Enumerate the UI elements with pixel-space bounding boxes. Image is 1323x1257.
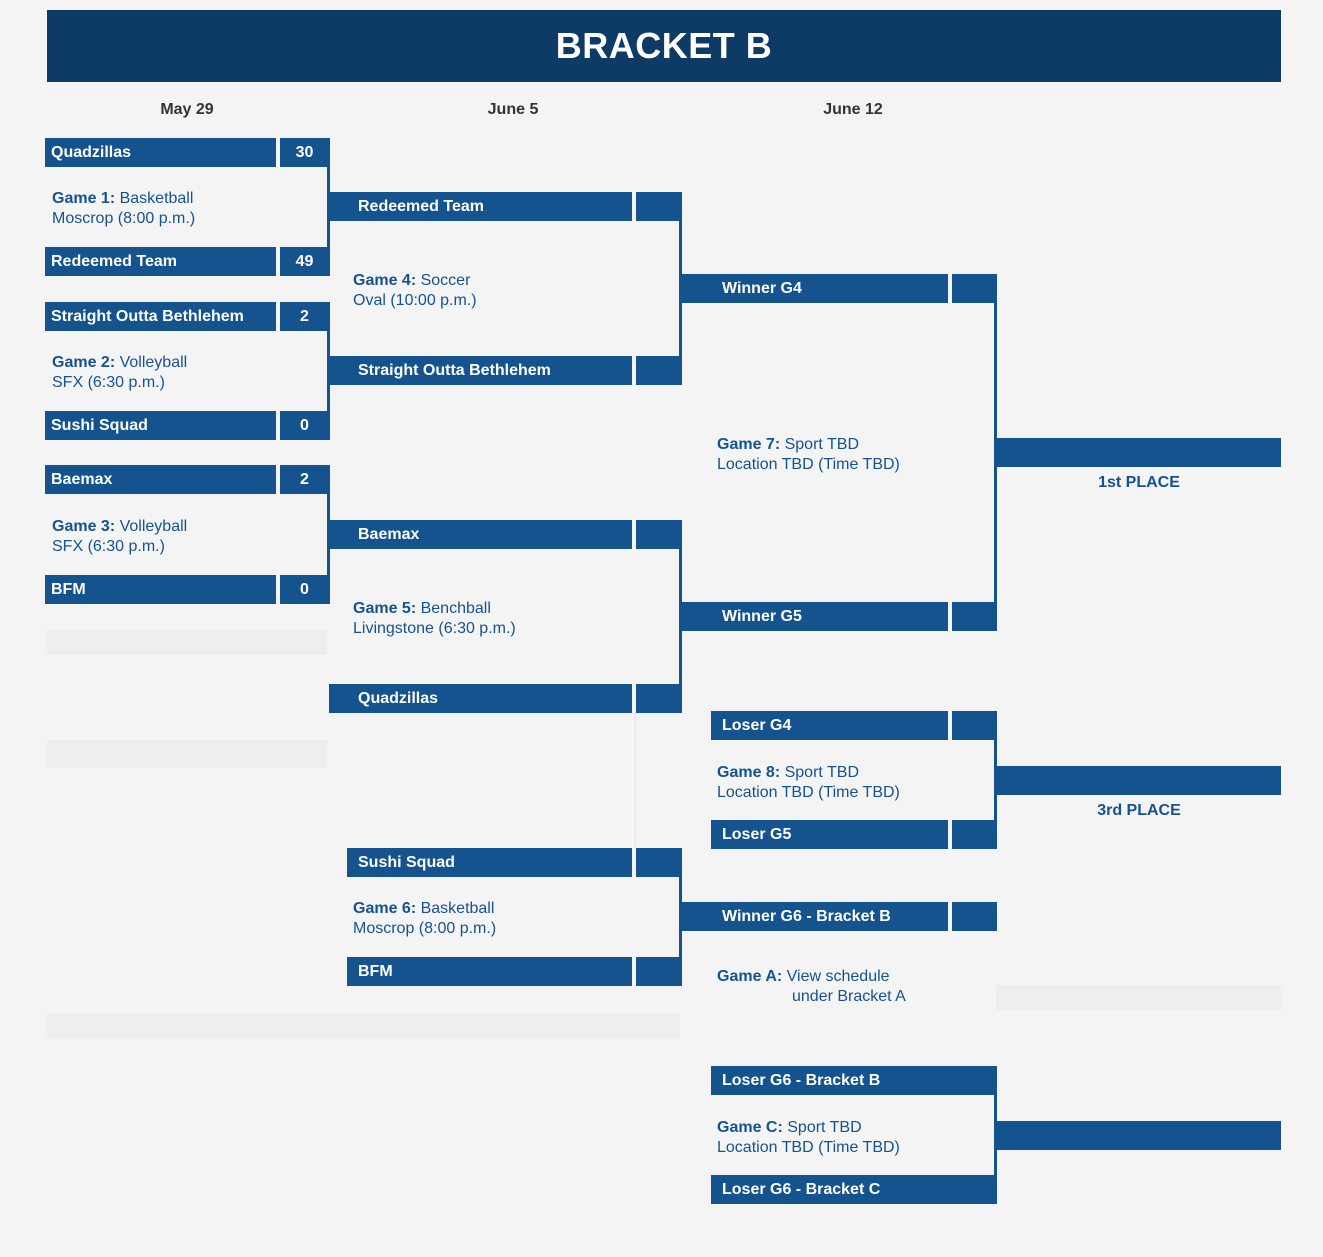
- connector: [679, 520, 682, 713]
- date-round-2: June 5: [487, 101, 539, 118]
- team-slot-r3-loser-g4: Loser G4: [711, 711, 948, 740]
- connector: [679, 848, 682, 986]
- game-venue: Moscrop (8:00 p.m.): [353, 920, 497, 937]
- score-r2-5: [636, 848, 682, 877]
- connector: [327, 302, 330, 440]
- date-round-1: May 29: [160, 101, 214, 118]
- game-venue: Location TBD (Time TBD): [717, 456, 900, 473]
- game-a-info: Game A: View schedule under Bracket A: [717, 967, 906, 1007]
- game-1-info: Game 1: Basketball Moscrop (8:00 p.m.): [52, 189, 195, 229]
- faint-divider: [634, 713, 637, 848]
- connector: [994, 711, 997, 849]
- score-r1-3: 2: [280, 302, 329, 331]
- game-venue: SFX (6:30 p.m.): [52, 374, 165, 391]
- score-r1-1: 30: [280, 138, 329, 167]
- team-slot-r2-5: Sushi Squad: [347, 848, 632, 877]
- score-r3-2: [952, 602, 997, 631]
- game-sport: Volleyball: [119, 518, 188, 535]
- score-r2-1: [636, 192, 682, 221]
- game-sport: Soccer: [420, 272, 471, 289]
- game-label: Game 2:: [52, 354, 116, 371]
- game-sport: Basketball: [420, 900, 495, 917]
- team-slot-r2-4: Quadzillas: [329, 684, 632, 713]
- game-7-info: Game 7: Sport TBD Location TBD (Time TBD…: [717, 435, 900, 475]
- connector: [679, 192, 682, 385]
- game-label: Game 6:: [353, 900, 417, 917]
- game-c-info: Game C: Sport TBD Location TBD (Time TBD…: [717, 1118, 900, 1158]
- first-place-label: 1st PLACE: [1098, 474, 1180, 491]
- empty-row: [47, 740, 327, 768]
- game-3-info: Game 3: Volleyball SFX (6:30 p.m.): [52, 517, 187, 557]
- game-venue: Livingstone (6:30 p.m.): [353, 620, 516, 637]
- game-label: Game 7:: [717, 436, 781, 453]
- team-slot-r3-loser-g5: Loser G5: [711, 820, 948, 849]
- score-r3-3: [952, 711, 997, 740]
- date-round-3: June 12: [823, 101, 883, 118]
- game-venue: Moscrop (8:00 p.m.): [52, 210, 196, 227]
- score-r2-2: [636, 356, 682, 385]
- team-slot-r1-4: Sushi Squad: [45, 411, 276, 440]
- score-r2-4: [636, 684, 682, 713]
- game-sport: Sport TBD: [784, 436, 859, 453]
- team-slot-r2-1: Redeemed Team: [329, 192, 632, 221]
- game-sport: Basketball: [119, 190, 194, 207]
- third-place-slot: [997, 766, 1281, 795]
- game-5-info: Game 5: Benchball Livingstone (6:30 p.m.…: [353, 599, 516, 639]
- team-slot-r1-5: Baemax: [45, 465, 276, 494]
- game-label: Game 5:: [353, 600, 417, 617]
- game-sport: Benchball: [420, 600, 491, 617]
- team-slot-r3-winner-g4: Winner G4: [682, 274, 948, 303]
- game-label: Game 3:: [52, 518, 116, 535]
- team-slot-r3-winner-g6: Winner G6 - Bracket B: [682, 902, 948, 931]
- game-venue: Location TBD (Time TBD): [717, 784, 900, 801]
- score-r1-6: 0: [280, 575, 329, 604]
- game-2-info: Game 2: Volleyball SFX (6:30 p.m.): [52, 353, 187, 393]
- empty-row: [996, 985, 1281, 1010]
- team-slot-r1-2: Redeemed Team: [45, 247, 276, 276]
- game-label: Game A:: [717, 968, 783, 985]
- game-label: Game C:: [717, 1119, 783, 1136]
- connector: [994, 274, 997, 631]
- game-4-info: Game 4: Soccer Oval (10:00 p.m.): [353, 271, 477, 311]
- team-slot-r3-loser-g6-b: Loser G6 - Bracket B: [711, 1066, 997, 1095]
- game-label: Game 8:: [717, 764, 781, 781]
- team-slot-r1-3: Straight Outta Bethlehem: [45, 302, 276, 331]
- team-slot-r2-3: Baemax: [329, 520, 632, 549]
- game-label: Game 1:: [52, 190, 116, 207]
- score-r1-5: 2: [280, 465, 329, 494]
- score-r2-3: [636, 520, 682, 549]
- connector: [327, 465, 330, 604]
- game-venue: Oval (10:00 p.m.): [353, 292, 477, 309]
- score-r3-4: [952, 820, 997, 849]
- team-slot-r3-loser-g6-c: Loser G6 - Bracket C: [711, 1175, 997, 1204]
- game-sport: Volleyball: [119, 354, 188, 371]
- bracket-title: BRACKET B: [47, 10, 1281, 82]
- score-r3-1: [952, 274, 997, 303]
- empty-row: [47, 1013, 680, 1038]
- game-sport: View schedule: [786, 968, 890, 985]
- game-label: Game 4:: [353, 272, 417, 289]
- game-venue: Location TBD (Time TBD): [717, 1139, 900, 1156]
- game-venue: under Bracket A: [792, 988, 906, 1005]
- score-r2-6: [636, 957, 682, 986]
- game-6-info: Game 6: Basketball Moscrop (8:00 p.m.): [353, 899, 496, 939]
- game-sport: Sport TBD: [784, 764, 859, 781]
- team-slot-r2-6: BFM: [347, 957, 632, 986]
- score-r1-2: 49: [280, 247, 329, 276]
- game-sport: Sport TBD: [787, 1119, 862, 1136]
- game-8-info: Game 8: Sport TBD Location TBD (Time TBD…: [717, 763, 900, 803]
- game-venue: SFX (6:30 p.m.): [52, 538, 165, 555]
- connector: [327, 138, 330, 276]
- third-place-label: 3rd PLACE: [1097, 802, 1181, 819]
- empty-row: [47, 630, 327, 655]
- team-slot-r1-6: BFM: [45, 575, 276, 604]
- team-slot-r1-1: Quadzillas: [45, 138, 276, 167]
- score-r1-4: 0: [280, 411, 329, 440]
- score-r3-5: [952, 902, 997, 931]
- game-c-result-slot: [997, 1121, 1281, 1150]
- connector: [994, 1066, 997, 1204]
- team-slot-r3-winner-g5: Winner G5: [682, 602, 948, 631]
- team-slot-r2-2: Straight Outta Bethlehem: [329, 356, 632, 385]
- first-place-slot: [997, 438, 1281, 467]
